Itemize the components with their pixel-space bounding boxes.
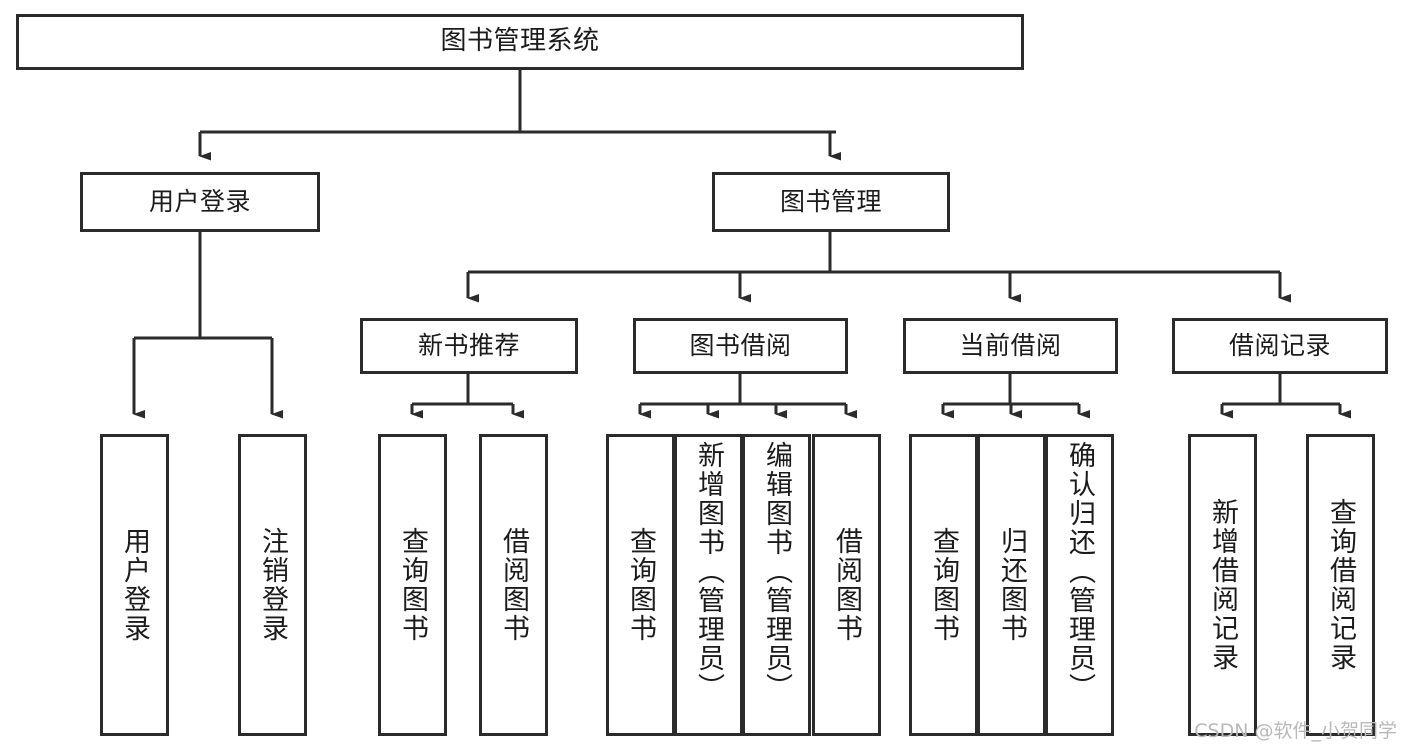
leaf-current-borrow-return[interactable]: 归还图书 xyxy=(977,434,1046,736)
leaf-user-login-logout[interactable]: 注销登录 xyxy=(238,434,307,736)
node-new-book-recommend[interactable]: 新书推荐 xyxy=(360,318,578,374)
leaf-label: 查询借阅记录 xyxy=(1325,498,1356,672)
node-book-management-label: 图书管理 xyxy=(779,186,882,216)
node-root-label: 图书管理系统 xyxy=(440,26,600,57)
leaf-user-login-login[interactable]: 用户登录 xyxy=(100,434,169,736)
node-borrow-record[interactable]: 借阅记录 xyxy=(1172,318,1388,374)
node-book-borrow[interactable]: 图书借阅 xyxy=(633,318,848,374)
leaf-label: 归还图书 xyxy=(996,527,1027,643)
leaf-book-borrow-edit[interactable]: 编辑图书（管理员） xyxy=(742,434,811,736)
leaf-label: 新增借阅记录 xyxy=(1207,498,1238,672)
leaf-label: 查询图书 xyxy=(625,527,656,643)
node-user-login[interactable]: 用户登录 xyxy=(80,172,320,232)
node-root[interactable]: 图书管理系统 xyxy=(16,14,1024,70)
leaf-book-borrow-add[interactable]: 新增图书（管理员） xyxy=(674,434,743,736)
node-book-management[interactable]: 图书管理 xyxy=(712,172,950,232)
leaf-label: 查询图书 xyxy=(928,527,959,643)
leaf-label: 编辑图书（管理员） xyxy=(761,441,792,702)
leaf-label: 新增图书（管理员） xyxy=(693,441,724,702)
leaf-label: 借阅图书 xyxy=(831,527,862,643)
node-current-borrow[interactable]: 当前借阅 xyxy=(903,318,1118,374)
leaf-new-book-borrow[interactable]: 借阅图书 xyxy=(479,434,548,736)
watermark: CSDN @软件_小贺同学 xyxy=(1194,720,1397,742)
leaf-label: 注销登录 xyxy=(257,527,288,643)
leaf-label: 用户登录 xyxy=(119,527,150,643)
leaf-current-borrow-query[interactable]: 查询图书 xyxy=(909,434,978,736)
leaf-borrow-record-add[interactable]: 新增借阅记录 xyxy=(1188,434,1257,736)
leaf-label: 确认归还（管理员） xyxy=(1064,441,1095,702)
node-borrow-record-label: 借阅记录 xyxy=(1228,330,1331,360)
node-user-login-label: 用户登录 xyxy=(148,186,251,216)
leaf-label: 借阅图书 xyxy=(498,527,529,643)
leaf-borrow-record-query[interactable]: 查询借阅记录 xyxy=(1306,434,1375,736)
node-book-borrow-label: 图书借阅 xyxy=(689,330,792,360)
leaf-label: 查询图书 xyxy=(397,527,428,643)
leaf-new-book-query[interactable]: 查询图书 xyxy=(378,434,447,736)
leaf-book-borrow-borrow[interactable]: 借阅图书 xyxy=(812,434,881,736)
node-current-borrow-label: 当前借阅 xyxy=(959,330,1062,360)
leaf-current-borrow-confirm[interactable]: 确认归还（管理员） xyxy=(1045,434,1114,736)
node-new-book-recommend-label: 新书推荐 xyxy=(417,330,520,360)
leaf-book-borrow-query[interactable]: 查询图书 xyxy=(606,434,675,736)
